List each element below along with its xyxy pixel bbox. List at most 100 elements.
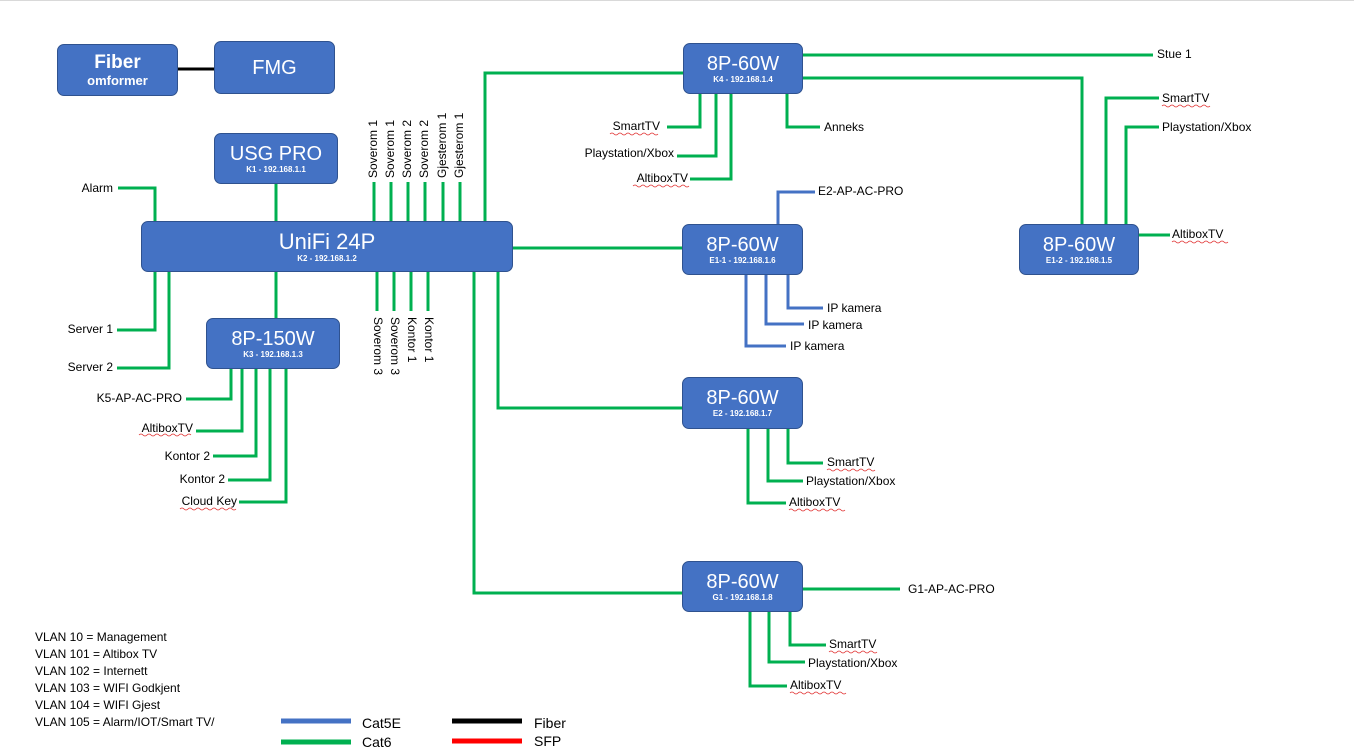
top-port-label-1: Soverom 1 (366, 120, 380, 178)
cable-k4-playstation (677, 93, 718, 158)
switch-e1-1-name: 8P-60W (706, 233, 779, 256)
k4-altibox-label: AltiboxTV (637, 171, 688, 185)
cable-k4-e12 (802, 76, 1084, 225)
unifi-24p-ip: K2 - 192.168.1.2 (297, 253, 357, 263)
cable-unifi-e2 (496, 271, 683, 410)
switch-e2-name: 8P-60W (706, 387, 779, 409)
spellcheck-squiggle (789, 691, 847, 695)
cable-e2-altibox (746, 428, 786, 505)
cable-k4-altibox (690, 93, 733, 181)
fmg-router: FMG (214, 41, 335, 94)
spellcheck-squiggle (1171, 240, 1229, 244)
legend-cat5e-label: Cat5E (362, 715, 401, 731)
cable-e12-smarttv (1104, 96, 1159, 225)
fiber-converter-subtitle: omformer (87, 72, 148, 88)
cable-unifi-k4 (483, 71, 685, 222)
spellcheck-squiggle (632, 184, 690, 188)
cable-e12-playstation (1124, 125, 1159, 225)
switch-e1-2: 8P-60W E1-2 - 192.168.1.5 (1019, 224, 1139, 275)
vlan-entry: VLAN 10 = Management (35, 630, 167, 644)
e11-cam1-label: IP kamera (827, 301, 882, 315)
legend-sfp-label: SFP (534, 733, 561, 749)
switch-k3-name: 8P-150W (231, 327, 315, 350)
cable-k3-cloudkey (239, 368, 288, 504)
vlan-entry: VLAN 103 = WIFI Godkjent (35, 681, 181, 695)
switch-k4-name: 8P-60W (706, 52, 780, 75)
switch-k3-ip: K3 - 192.168.1.3 (243, 349, 303, 359)
k3-cloudkey-label: Cloud Key (182, 494, 237, 508)
bottom-port-label-2: Soverom 3 (388, 317, 402, 375)
cable-g1-altibox (748, 611, 787, 688)
switch-e1-2-ip: E1-2 - 192.168.1.5 (1045, 255, 1113, 265)
spellcheck-squiggle (826, 468, 876, 472)
cable-k3-kontor2a (213, 368, 258, 458)
g1-playstation-label: Playstation/Xbox (808, 656, 897, 670)
usg-pro-ip: K1 - 192.168.1.1 (246, 164, 306, 174)
top-port-label-4: Soverom 2 (417, 120, 431, 178)
cable-e11-ap (776, 190, 815, 225)
e11-cam2-label: IP kamera (808, 318, 863, 332)
switch-k4: 8P-60W K4 - 192.168.1.4 (683, 43, 803, 94)
switch-g1-ip: G1 - 192.168.1.8 (712, 592, 773, 602)
legend-fiber-label: Fiber (534, 715, 566, 731)
cable-e11-cam3 (744, 274, 786, 348)
g1-ap-label: G1-AP-AC-PRO (908, 582, 995, 596)
vlan-entry: VLAN 102 = Internett (35, 664, 148, 678)
k4-anneks-label: Anneks (824, 120, 864, 134)
k3-ap-label: K5-AP-AC-PRO (97, 391, 182, 405)
cable-e2-playstation (766, 428, 803, 483)
switch-e1-1-ip: E1-1 - 192.168.1.6 (709, 255, 776, 265)
spellcheck-squiggle (609, 132, 659, 136)
k4-stue-label: Stue 1 (1157, 47, 1192, 61)
e12-smarttv-label: SmartTV (1162, 91, 1209, 105)
fmg-router-name: FMG (252, 56, 297, 79)
usg-pro-name: USG PRO (229, 142, 323, 165)
cable-unifi-g1 (472, 271, 683, 595)
switch-k4-ip: K4 - 192.168.1.4 (713, 74, 773, 84)
k4-smarttv-label: SmartTV (613, 119, 660, 133)
vlan-entry: VLAN 104 = WIFI Gjest (35, 698, 161, 712)
e2-smarttv-label: SmartTV (827, 455, 874, 469)
cable-e11-cam2 (764, 274, 804, 326)
spellcheck-squiggle (138, 433, 192, 437)
legend-cat6-label: Cat6 (362, 734, 392, 750)
cable-k3-altibox (196, 368, 244, 433)
unifi-24p-name: UniFi 24P (278, 228, 376, 254)
g1-altibox-label: AltiboxTV (790, 678, 841, 692)
cable-e2-smarttv (786, 428, 823, 465)
switch-g1: 8P-60W G1 - 192.168.1.8 (682, 561, 803, 612)
fiber-converter: Fiber omformer (57, 44, 178, 96)
k3-kontor2b-label: Kontor 2 (180, 472, 226, 486)
switch-e2-ip: E2 - 192.168.1.7 (712, 409, 773, 418)
bottom-port-label-1: Soverom 3 (371, 317, 385, 375)
switch-e1-2-name: 8P-60W (1042, 233, 1116, 256)
cable-server2 (117, 271, 171, 370)
spellcheck-squiggle (179, 507, 237, 511)
e12-altibox-label: AltiboxTV (1172, 227, 1223, 241)
cable-k4-smarttv (667, 93, 702, 129)
server1-label: Server 1 (68, 322, 114, 336)
e11-ap-label: E2-AP-AC-PRO (818, 184, 903, 198)
server2-label: Server 2 (68, 360, 114, 374)
k3-kontor2a-label: Kontor 2 (165, 449, 211, 463)
cable-g1-playstation (767, 611, 805, 664)
cable-k4-anneks (785, 93, 820, 129)
vlan-entry: VLAN 101 = Altibox TV (35, 647, 158, 661)
bottom-port-label-3: Kontor 1 (405, 317, 419, 363)
e2-playstation-label: Playstation/Xbox (806, 474, 895, 488)
cable-server1 (117, 271, 157, 332)
g1-smarttv-label: SmartTV (829, 637, 876, 651)
usg-pro: USG PRO K1 - 192.168.1.1 (214, 133, 338, 184)
top-port-label-6: Gjesterom 1 (452, 112, 466, 178)
switch-k3: 8P-150W K3 - 192.168.1.3 (206, 318, 340, 369)
switch-e2: 8P-60W E2 - 192.168.1.7 (682, 377, 803, 429)
top-port-label-5: Gjesterom 1 (435, 112, 449, 178)
cable-k3-kontor2b (228, 368, 272, 482)
cable-k3-ap (186, 368, 233, 401)
cable-e11-cam1 (786, 274, 823, 310)
switch-e1-1: 8P-60W E1-1 - 192.168.1.6 (682, 224, 803, 275)
vlan-entry: VLAN 105 = Alarm/IOT/Smart TV/ (35, 715, 215, 729)
spellcheck-squiggle (1161, 104, 1211, 108)
top-rule (0, 0, 1354, 1)
